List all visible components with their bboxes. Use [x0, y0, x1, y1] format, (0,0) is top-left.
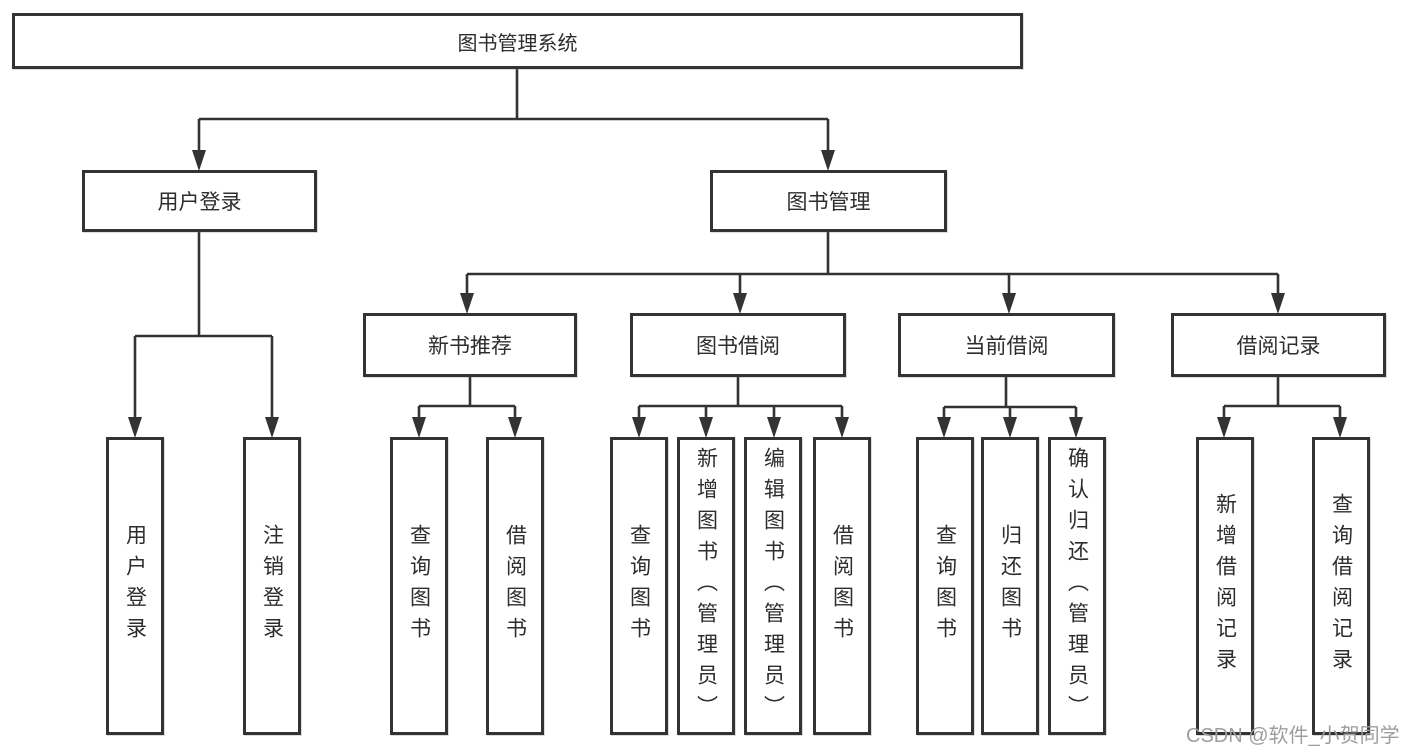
leaf-logout: 注销登录: [243, 437, 301, 735]
leaf-borrow-add-books-admin: 新增图书（管理员）: [677, 437, 735, 735]
node-current-borrow-label: 当前借阅: [964, 335, 1049, 358]
node-new-book-recommend-label: 新书推荐: [428, 335, 512, 358]
node-root-system: 图书管理系统: [12, 13, 1023, 69]
node-current-borrow: 当前借阅: [898, 313, 1115, 377]
leaf-user-login: 用户登录: [106, 437, 164, 735]
connector-bookmgmt-to-level3: [465, 232, 1280, 296]
node-borrow-records-label: 借阅记录: [1236, 335, 1321, 358]
connector-records-to-leaves: [1222, 377, 1342, 420]
leaf-current-return-books: 归还图书: [981, 437, 1039, 735]
node-user-login-label: 用户登录: [157, 191, 242, 214]
node-new-book-recommend: 新书推荐: [363, 313, 577, 377]
leaf-borrow-borrow-books: 借阅图书: [813, 437, 871, 735]
leaf-newbooks-query-books: 查询图书: [390, 437, 448, 735]
csdn-watermark: CSDN @软件_小贺同学: [1186, 725, 1400, 747]
node-user-login: 用户登录: [82, 170, 317, 232]
leaf-records-query-borrow-record: 查询借阅记录: [1312, 437, 1370, 735]
leaf-borrow-edit-books-admin: 编辑图书（管理员）: [744, 437, 802, 735]
node-book-borrow-label: 图书借阅: [696, 335, 780, 358]
arrowheads: [128, 150, 1347, 438]
connector-currentborrow-to-leaves: [942, 377, 1078, 420]
node-borrow-records: 借阅记录: [1171, 313, 1386, 377]
node-book-management: 图书管理: [710, 170, 947, 232]
leaf-newbooks-borrow-books: 借阅图书: [486, 437, 544, 735]
node-book-borrow: 图书借阅: [630, 313, 846, 377]
leaf-current-confirm-return-admin: 确认归还（管理员）: [1048, 437, 1106, 735]
connector-root-to-level2: [197, 69, 830, 152]
connector-newbooks-to-leaves: [417, 377, 517, 420]
node-root-label: 图书管理系统: [457, 32, 578, 55]
connector-bookborrow-to-leaves: [637, 377, 844, 420]
leaf-current-query-books: 查询图书: [916, 437, 974, 735]
leaf-borrow-query-books: 查询图书: [610, 437, 668, 735]
connector-userlogin-to-leaves: [133, 232, 274, 418]
node-book-management-label: 图书管理: [786, 191, 871, 214]
leaf-records-add-borrow-record: 新增借阅记录: [1196, 437, 1254, 735]
